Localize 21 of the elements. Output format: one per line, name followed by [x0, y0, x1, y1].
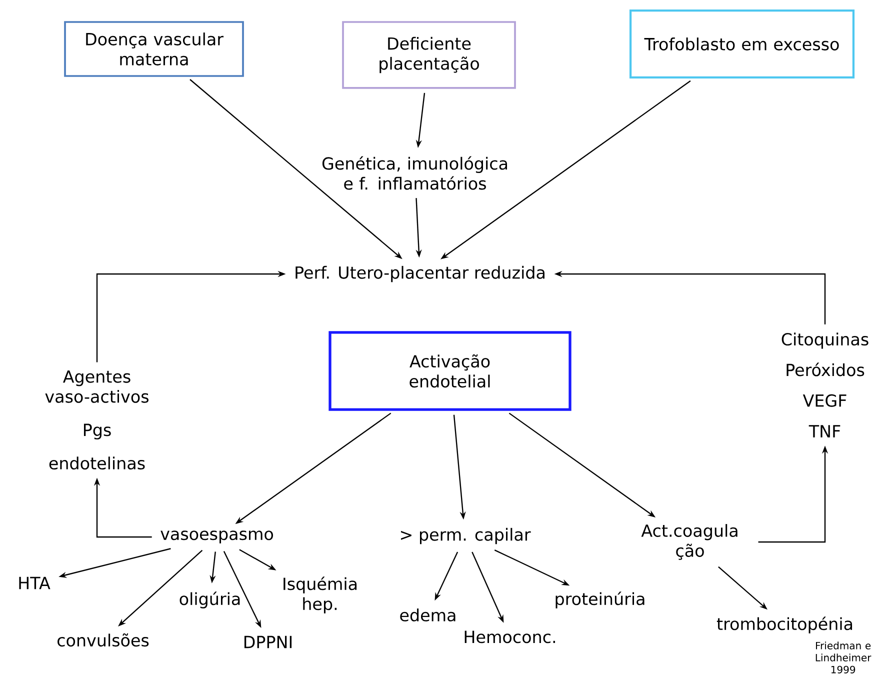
concept-text: Isquémia hep.	[284, 576, 357, 614]
concept-text: trombocitopénia	[716, 616, 852, 634]
concept-text: Agentes vaso-activos Pgs endotelinas	[45, 370, 148, 470]
concept-text: vasoespasmo	[160, 530, 273, 544]
concept-text: oligúria	[180, 592, 240, 608]
concept-text: proteinúria	[556, 592, 644, 608]
concept-text: DPPNI	[244, 636, 292, 648]
concept-text: HTA	[19, 576, 50, 590]
concept-text: Perf. Utero-placentar reduzida	[296, 266, 544, 282]
concept-text: Citoquinas Peróxidos VEGF TNF	[782, 332, 868, 438]
concept-text: Genética, imunológica e f. inflamatórios	[322, 156, 507, 190]
concept-text: Hemoconc.	[464, 630, 555, 644]
concept-text: Act.coagula ção	[641, 524, 738, 560]
concept-text: convulsões	[58, 633, 149, 647]
concept-text: > perm. capilar	[401, 528, 531, 544]
concept-box: Activação endotelial	[328, 331, 572, 411]
concept-box: Doença vascular materna	[64, 21, 244, 77]
concept-box: Deficiente placentação	[342, 21, 516, 89]
concept-text: edema	[400, 608, 456, 622]
concept-box: Trofoblasto em excesso	[629, 9, 855, 79]
citation: Friedman e Lindheimer 1999	[816, 642, 872, 674]
